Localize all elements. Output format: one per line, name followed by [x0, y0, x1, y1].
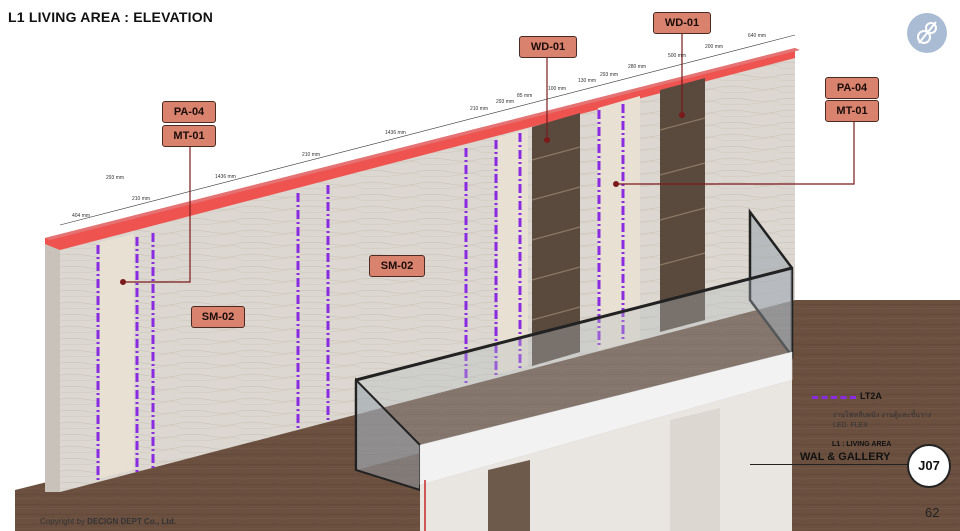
legend-led-line — [812, 396, 856, 399]
dimension-label: 640 mm — [748, 33, 766, 39]
dimension-label: 200 mm — [705, 44, 723, 50]
material-tag-wd-01: WD-01 — [519, 36, 577, 58]
dimension-label: 500 mm — [668, 53, 686, 59]
dimension-label: 1436 mm — [215, 174, 236, 180]
material-tag-mt-01: MT-01 — [825, 100, 879, 122]
dimension-label: 210 mm — [302, 152, 320, 158]
material-tag-sm-02: SM-02 — [369, 255, 425, 277]
sheet-code-badge: J07 — [907, 444, 951, 488]
legend-description: งานไฟหลืบผนัง งานตู้และชั้นวาง LED. FLEX — [833, 411, 931, 431]
material-tag-wd-01: WD-01 — [653, 12, 711, 34]
legend-code: LT2A — [860, 391, 882, 401]
copyright: Copyright by DECIGN DEPT Co., Ltd. — [40, 517, 176, 526]
dimension-label: 404 mm — [72, 213, 90, 219]
sheet-subtitle: L1 : LIVING AREA — [832, 441, 892, 448]
dimension-label: 210 mm — [132, 196, 150, 202]
material-tag-pa-04: PA-04 — [162, 101, 216, 123]
sheet-divider — [750, 464, 908, 465]
dimension-label: 293 mm — [600, 72, 618, 78]
sheet-title: WAL & GALLERY — [800, 451, 891, 463]
dimension-label: 210 mm — [470, 106, 488, 112]
wall-end-block — [45, 238, 60, 492]
shelf-bay — [532, 113, 580, 366]
material-tag-pa-04: PA-04 — [825, 77, 879, 99]
dimension-label: 1436 mm — [385, 130, 406, 136]
legend-description-line1: งานไฟหลืบผนัง งานตู้และชั้นวาง — [833, 412, 932, 419]
copyright-prefix: Copyright by — [40, 517, 85, 526]
dimension-label: 85 mm — [517, 93, 532, 99]
dimension-label: 280 mm — [628, 64, 646, 70]
legend-description-line2: LED. FLEX — [833, 422, 869, 429]
material-tag-sm-02: SM-02 — [191, 306, 245, 328]
logo-mark-icon — [917, 21, 937, 44]
dimension-label: 293 mm — [496, 99, 514, 105]
dimension-label: 130 mm — [578, 78, 596, 84]
dimension-label: 293 mm — [106, 175, 124, 181]
shelf-bay — [660, 78, 705, 332]
page-title: L1 LIVING AREA : ELEVATION — [8, 9, 214, 25]
page-number: 62 — [925, 505, 940, 520]
dimension-label: 100 mm — [548, 86, 566, 92]
material-tag-mt-01: MT-01 — [162, 125, 216, 147]
company-logo — [907, 13, 947, 53]
copyright-company: DECIGN DEPT Co., Ltd. — [87, 517, 177, 526]
